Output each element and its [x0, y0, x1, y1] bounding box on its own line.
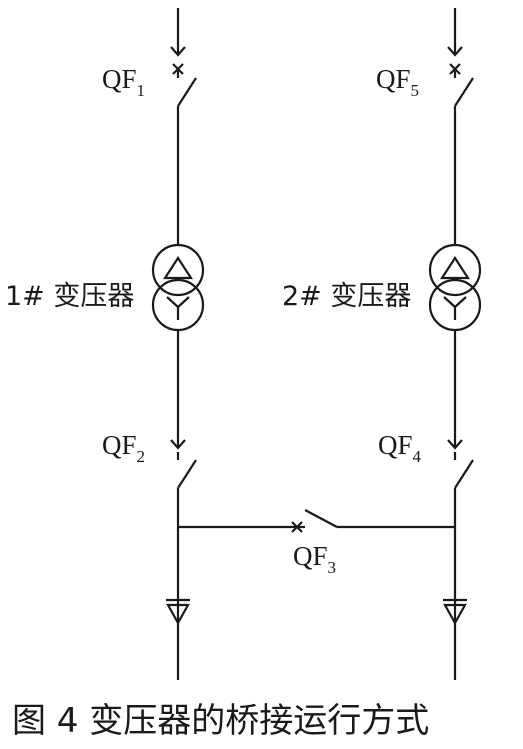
transformer-1-symbol [151, 243, 205, 332]
transformer-2-symbol [428, 243, 482, 332]
transformer-1-label: 1# 变压器 [5, 281, 134, 312]
load-arrow-right-symbol [443, 598, 467, 680]
qf5-label: QF5 [376, 64, 419, 100]
qf1-breaker-symbol [172, 63, 197, 107]
qf3-label: QF3 [293, 541, 336, 577]
load-arrow-left-symbol [166, 598, 190, 680]
qf1-label: QF1 [102, 64, 145, 100]
qf2-label: QF2 [102, 430, 145, 466]
left-branch [151, 8, 205, 680]
qf4-label: QF4 [378, 430, 422, 466]
bridge-tie [178, 509, 455, 533]
qf4-breaker-symbol [453, 452, 474, 489]
qf5-breaker-symbol [449, 63, 474, 107]
qf2-breaker-symbol [176, 452, 197, 489]
right-branch [428, 8, 482, 680]
transformer-2-label: 2# 变压器 [282, 281, 411, 312]
figure-caption: 图 4 变压器的桥接运行方式 [12, 701, 429, 741]
